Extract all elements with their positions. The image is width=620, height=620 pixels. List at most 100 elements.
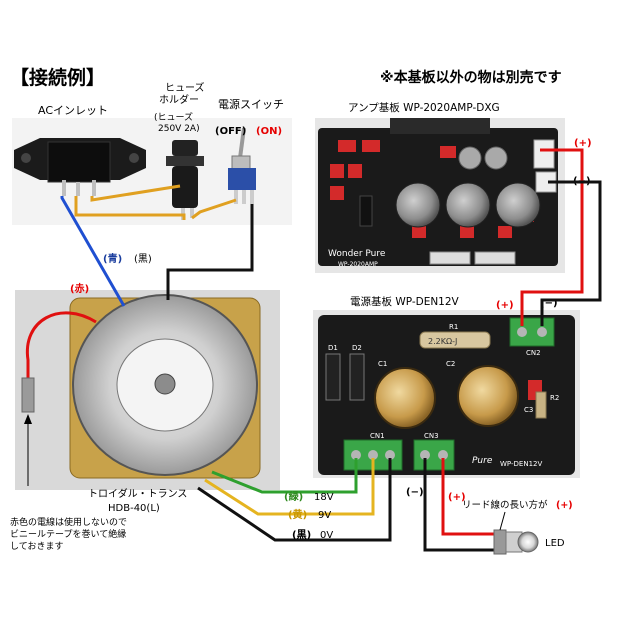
wire-fuse-to-switch <box>191 198 237 220</box>
wire-yellow-9v <box>204 458 375 516</box>
led-minus-label: (−) <box>406 487 424 498</box>
amp-silk-brand: Wonder Pure <box>328 249 386 259</box>
ac-inlet-pin <box>76 182 80 196</box>
amp-input-terminal <box>429 251 471 265</box>
sold-separately-note: ※本基板以外の物は別売です <box>380 69 562 86</box>
psu-r2-ref: R2 <box>550 394 559 402</box>
fuse-holder-label-2: ホルダー <box>159 93 199 106</box>
psu-plus-label: (+) <box>496 300 514 311</box>
out-yellow-label: (黄) <box>288 508 307 521</box>
psu-resistor-r2 <box>535 391 547 419</box>
wire-blue-primary <box>60 196 126 307</box>
amp-plus-label: (+) <box>574 138 592 149</box>
amp-capacitor-film <box>412 226 426 238</box>
amp-power-terminal <box>533 139 555 169</box>
wire-inlet-to-fuse <box>74 196 186 220</box>
out-black-voltage: 0V <box>320 530 333 541</box>
fuse-holder <box>166 140 204 220</box>
insulation-tape <box>21 377 35 413</box>
led-label: LED <box>545 538 565 549</box>
out-black-label: (黒) <box>292 529 311 541</box>
wire-led-minus <box>423 458 496 552</box>
psu-pcb <box>318 315 575 475</box>
psu-cn3-ref: CN3 <box>424 432 439 440</box>
transformer-bolt <box>154 373 176 395</box>
wire-black-primary <box>166 204 254 300</box>
amp-board-label: アンプ基板 WP-2020AMP-DXG <box>348 101 500 114</box>
ac-inlet-pin <box>92 180 96 196</box>
psu-c2-ref: C2 <box>446 360 455 368</box>
red-note-arrow <box>24 414 32 424</box>
wire-dc-minus <box>540 180 602 326</box>
psu-silk-brand: Pure <box>472 456 493 466</box>
psu-c3-ref: C3 <box>524 406 533 414</box>
ac-inlet-screw-hole <box>21 153 31 163</box>
amp-capacitor-small <box>458 146 482 170</box>
led-lens <box>517 531 539 553</box>
fuse-spec-label-2: 250V 2A) <box>158 124 200 134</box>
amp-capacitor-large <box>445 182 491 228</box>
psu-diode-d1 <box>325 353 341 401</box>
wire-green-18v <box>211 458 358 494</box>
amp-capacitor-film <box>330 164 344 178</box>
led-note-plus: (+) <box>556 500 573 511</box>
amp-capacitor-film <box>330 186 344 200</box>
ac-inlet-pin <box>62 180 66 196</box>
ac-inlet-label: ACインレット <box>38 104 108 117</box>
switch-on-label: (ON) <box>256 126 282 137</box>
wire-dc-plus <box>520 148 584 326</box>
transformer-label-1: トロイダル・トランス <box>88 487 187 500</box>
toroidal-transformer <box>15 290 280 490</box>
switch-off-label: (OFF) <box>215 126 246 137</box>
amp-chip <box>359 195 373 227</box>
wire-black-0v <box>197 458 392 542</box>
amp-silk-model: WP-2020AMP <box>338 261 378 268</box>
psu-silk-model: WP-DEN12V <box>500 460 542 468</box>
red-note-line-2: ビニールテープを巻いて絶縁 <box>10 528 126 540</box>
psu-terminal-cn2 <box>509 317 555 347</box>
amp-capacitor-film <box>362 140 380 152</box>
psu-cn1-ref: CN1 <box>370 432 385 440</box>
led-plus-label: (+) <box>448 492 466 503</box>
wire-led-plus <box>441 458 496 536</box>
wire-inlet-to-fuse-2 <box>90 184 181 202</box>
psu-c1-ref: C1 <box>378 360 387 368</box>
led-note-text: リード線の長い方が <box>462 499 548 511</box>
psu-board <box>313 310 580 478</box>
out-green-voltage: 18V <box>314 492 334 503</box>
psu-minus-label: (−) <box>540 298 558 309</box>
power-switch-label: 電源スイッチ <box>218 97 284 111</box>
amp-board <box>315 118 565 273</box>
red-note-line-1: 赤色の電線は使用しないので <box>10 516 127 528</box>
amp-capacitor-film <box>460 226 474 238</box>
psu-r1-ref: R1 <box>449 323 458 331</box>
wire-red-label: (赤) <box>70 282 89 295</box>
amp-capacitor-film <box>440 146 456 158</box>
diagram-title: 【接続例】 <box>10 66 105 89</box>
out-green-label: (緑) <box>284 490 303 503</box>
psu-d1-ref: D1 <box>328 344 338 352</box>
psu-cn2-ref: CN2 <box>526 349 541 357</box>
psu-board-label: 電源基板 WP-DEN12V <box>350 295 460 308</box>
amp-output-terminal <box>474 251 516 265</box>
amp-capacitor-large <box>495 182 541 228</box>
wire-blue-label: (青) <box>103 252 122 265</box>
fuse-holder-label-1: ヒューズ <box>165 81 205 94</box>
amp-capacitor-film <box>348 164 362 178</box>
psu-diode-d2 <box>349 353 365 401</box>
psu-d2-ref: D2 <box>352 344 362 352</box>
led-note-pointer <box>499 511 506 531</box>
transformer-label-2: HDB-40(L) <box>108 503 160 514</box>
psu-resistor-r1 <box>419 331 491 349</box>
amp-heatsink <box>390 118 490 134</box>
fuse-spec-label-1: (ヒューズ <box>154 111 193 123</box>
out-yellow-voltage: 9V <box>318 510 331 521</box>
amp-capacitor-small <box>484 146 508 170</box>
power-switch <box>228 127 256 204</box>
amp-capacitor-film <box>498 226 512 238</box>
led <box>493 529 539 555</box>
amp-capacitor-film <box>338 140 356 152</box>
psu-r1-value: 2.2KΩ-J <box>428 337 457 346</box>
